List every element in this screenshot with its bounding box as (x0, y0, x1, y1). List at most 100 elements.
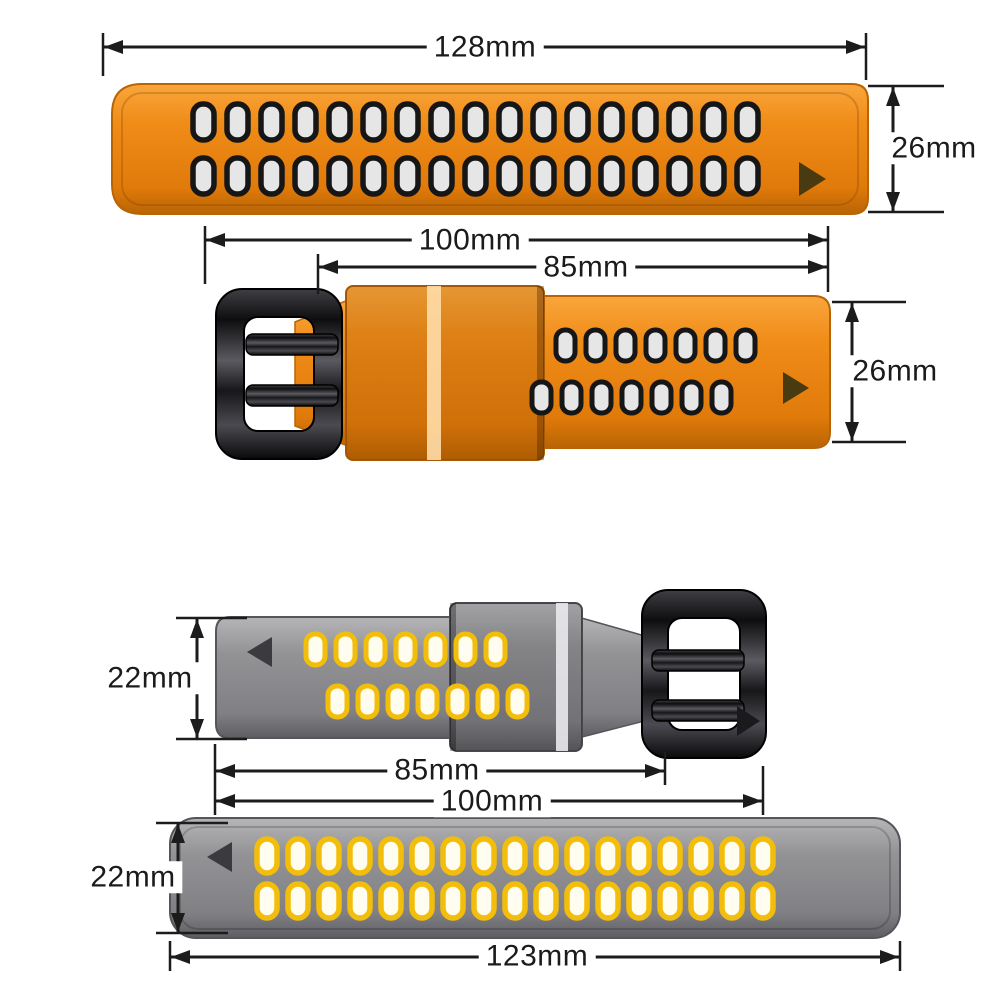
strap-hole (652, 382, 671, 413)
raised-edge-shadow (537, 286, 544, 460)
dim-label-strap4-width: 22mm (83, 861, 183, 893)
strap-hole (336, 634, 355, 665)
strap-hole (227, 158, 248, 194)
strap-hole (328, 686, 347, 717)
strap-hole (676, 330, 695, 361)
strap-hole (261, 104, 282, 140)
strap-hole (363, 104, 384, 140)
strap-hole (227, 104, 248, 140)
strap-hole (350, 884, 370, 918)
strap-hole (499, 158, 520, 194)
strap-hole (616, 330, 635, 361)
raised-shade (346, 286, 544, 460)
strap-hole (567, 839, 587, 873)
strap-hole (397, 158, 418, 194)
strap-hole (486, 634, 505, 665)
strap-hole (443, 884, 463, 918)
strap-hole (288, 839, 308, 873)
strap-holes-row (556, 330, 755, 361)
strap-hole (703, 104, 724, 140)
strap-hole (257, 884, 277, 918)
strap-hole (431, 158, 452, 194)
strap-hole (478, 686, 497, 717)
buckle-frame (641, 589, 767, 759)
raised-edge-shadow (450, 603, 456, 751)
strap-hole (319, 884, 339, 918)
strap-hole (358, 686, 377, 717)
strap-hole (499, 104, 520, 140)
strap-hole (712, 382, 731, 413)
strap-inner-edge (121, 92, 859, 206)
strap-hole (737, 158, 758, 194)
strap-holes-row (257, 839, 773, 873)
buckle-tang-bar (651, 649, 745, 672)
strap-hole (381, 884, 401, 918)
strap-hole (736, 330, 755, 361)
strap-hole (431, 104, 452, 140)
strap-hole (586, 330, 605, 361)
strap-hole (505, 839, 525, 873)
strap-hole (456, 634, 475, 665)
strap-hole (350, 839, 370, 873)
strap-hole (601, 104, 622, 140)
strap-hole (306, 634, 325, 665)
strap-body (169, 817, 901, 939)
strap-hole (448, 686, 467, 717)
strap-hole (706, 330, 725, 361)
strap-hole (753, 884, 773, 918)
strap-hole (660, 884, 680, 918)
strap-hole (629, 884, 649, 918)
strap-hole (388, 686, 407, 717)
strap-hole (722, 884, 742, 918)
strap-gray-buckle (215, 589, 767, 759)
strap-tip-triangle-icon (799, 162, 826, 196)
strap-hole (426, 634, 445, 665)
strap-hole (381, 839, 401, 873)
strap-hole (295, 104, 316, 140)
strap-hole (592, 382, 611, 413)
strap-hole (533, 104, 554, 140)
strap-hole (703, 158, 724, 194)
buckle-frame (215, 288, 343, 460)
strap-holes-row (306, 634, 505, 665)
strap-hole (669, 158, 690, 194)
strap-holes-row (257, 884, 773, 918)
strap-hole (396, 634, 415, 665)
strap-hole (691, 839, 711, 873)
strap-tip-triangle-icon (207, 842, 232, 872)
raised-highlight (427, 286, 441, 460)
strap-hole (418, 686, 437, 717)
strap-orange-buckle (215, 285, 831, 461)
strap-holes-row (532, 382, 731, 413)
strap-hole (329, 158, 350, 194)
strap-hole (193, 104, 214, 140)
strap-hole (669, 104, 690, 140)
strap-hole (366, 634, 385, 665)
strap-hole (193, 158, 214, 194)
strap-hole (474, 839, 494, 873)
strap-hole (753, 839, 773, 873)
strap-hole (722, 839, 742, 873)
strap-hole (412, 839, 432, 873)
strap-hole (598, 884, 618, 918)
strap-hole (567, 104, 588, 140)
strap-hole (533, 158, 554, 194)
strap-hole (465, 104, 486, 140)
strap-hole (465, 158, 486, 194)
strap-hole (635, 158, 656, 194)
strap-hole (562, 382, 581, 413)
strap-holes-row (328, 686, 527, 717)
strap-hole (567, 884, 587, 918)
strap-hole (598, 839, 618, 873)
strap-hole (443, 839, 463, 873)
strap-hole (556, 330, 575, 361)
buckle-tang-bar (651, 699, 745, 722)
dim-label-strap3-band: 85mm (387, 754, 487, 786)
buckle-tang-bar (245, 333, 339, 356)
strap-tip-triangle-icon (247, 637, 272, 667)
dim-label-strap2-band: 85mm (536, 251, 636, 283)
dim-label-strap2-overall: 100mm (411, 224, 529, 256)
strap-hole (329, 104, 350, 140)
